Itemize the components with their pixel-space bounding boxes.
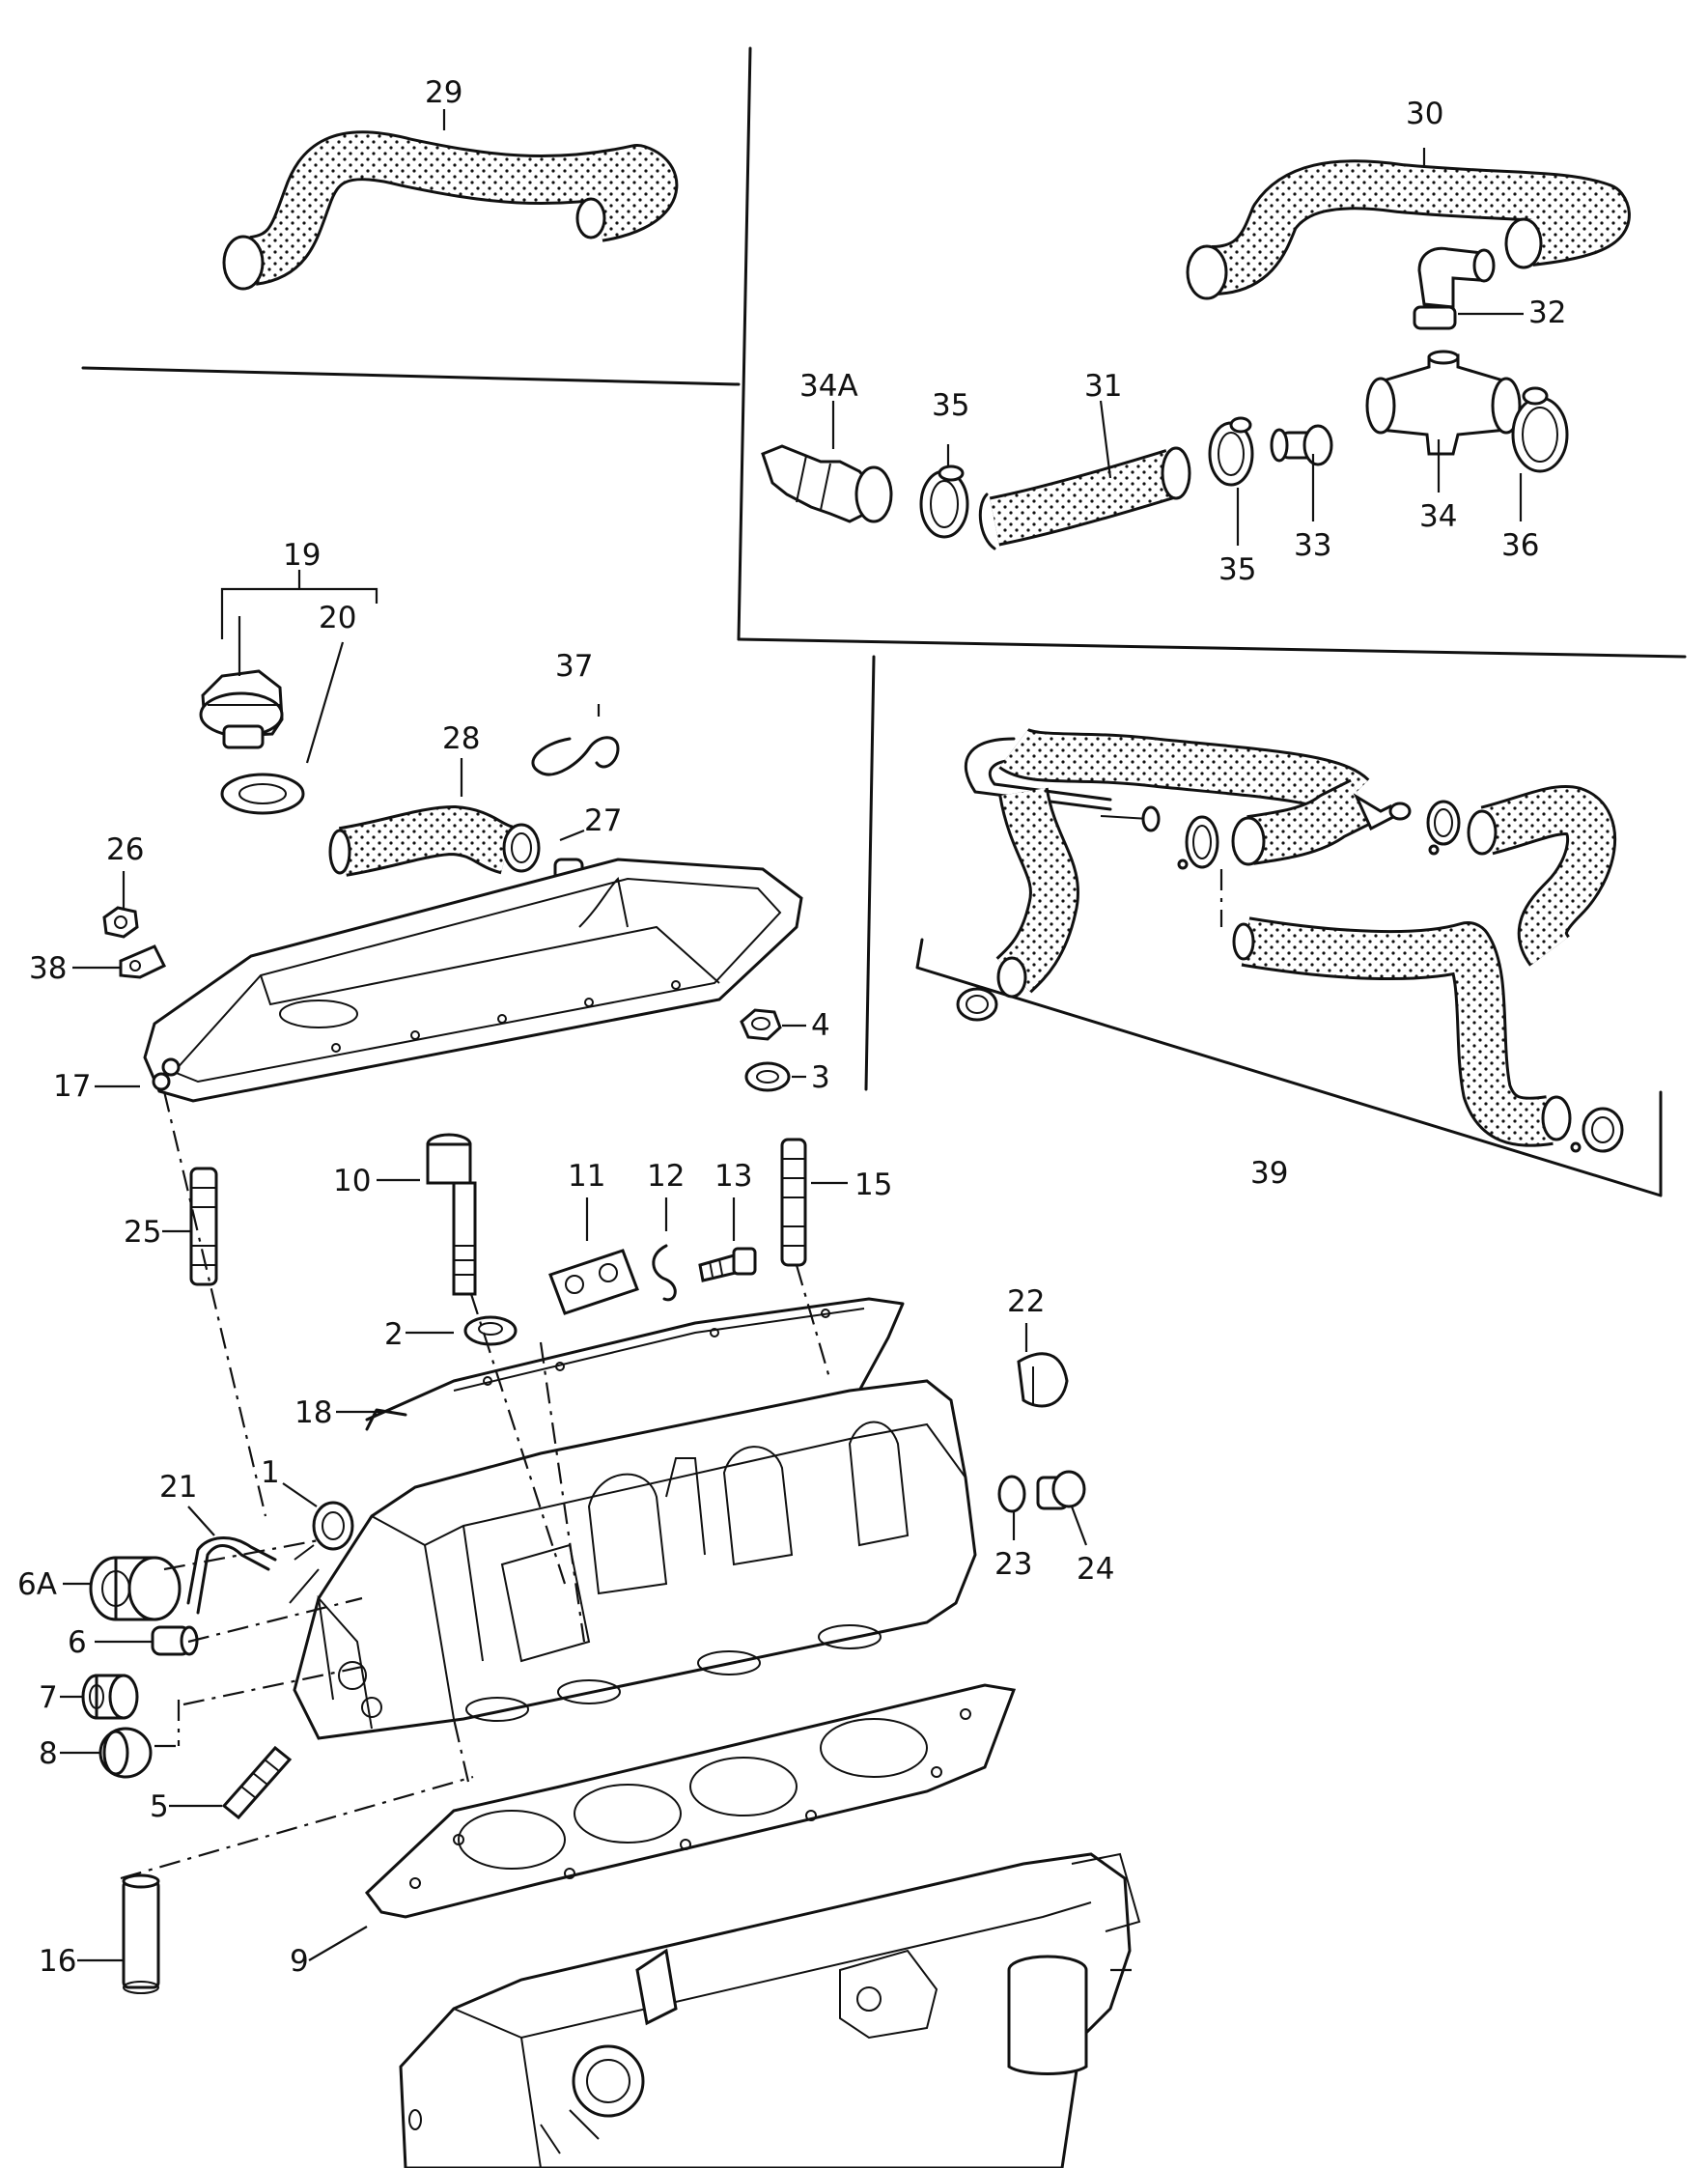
clamp-35-left	[919, 465, 969, 539]
nut-26	[102, 906, 139, 939]
callout-35-top: 35	[932, 388, 969, 423]
callout-9: 9	[290, 1944, 309, 1979]
callout-29: 29	[425, 75, 462, 110]
callout-37: 37	[555, 649, 593, 684]
bracket-11	[548, 1249, 639, 1315]
washer-3	[744, 1061, 791, 1092]
callout-28: 28	[442, 721, 480, 756]
callout-11: 11	[568, 1159, 605, 1194]
hose-31	[978, 446, 1191, 550]
o-ring-23	[997, 1475, 1026, 1513]
callout-3: 3	[811, 1060, 830, 1095]
callout-6a: 6A	[17, 1567, 57, 1602]
valve-34a	[761, 444, 893, 523]
stud-5	[221, 1745, 293, 1820]
callout-21: 21	[159, 1470, 197, 1505]
callout-labels: 29 30 32 34A 35 31 35 33 34 36 19 20 37 …	[17, 75, 1566, 1979]
bolt-10	[426, 1133, 477, 1296]
valve-33	[1270, 424, 1333, 466]
clamp-36	[1511, 386, 1569, 473]
callout-25: 25	[124, 1215, 161, 1250]
alignment-lines	[120, 1090, 832, 1880]
cap-8	[98, 1727, 153, 1779]
callout-7: 7	[39, 1680, 58, 1715]
clamp-39-c	[956, 987, 998, 1022]
clamp-35-right	[1208, 416, 1254, 487]
oil-filler-cap-19	[199, 669, 284, 749]
panel-dividers	[81, 46, 1687, 1197]
cover-gasket-18	[365, 1297, 905, 1431]
hose-28	[328, 805, 515, 877]
spring-clip-37	[531, 736, 620, 776]
cylinder-head-1	[293, 1379, 977, 1740]
callout-17: 17	[53, 1069, 91, 1104]
callout-6: 6	[68, 1625, 87, 1660]
callout-34: 34	[1419, 499, 1457, 534]
nut-4	[740, 1008, 782, 1041]
callout-4: 4	[811, 1008, 830, 1043]
callout-23: 23	[994, 1547, 1032, 1582]
engine-block	[399, 1852, 1141, 2168]
sealing-ring-flange	[289, 1501, 354, 1604]
hose-30	[1186, 159, 1631, 300]
cylinder-head-cover-17	[143, 858, 803, 1103]
hose-29	[222, 130, 679, 291]
hose-assembly-39	[956, 726, 1624, 1153]
callout-22: 22	[1007, 1284, 1045, 1319]
callout-8: 8	[39, 1736, 58, 1771]
callout-24: 24	[1077, 1552, 1114, 1587]
t-piece-34	[1365, 350, 1522, 456]
callout-32: 32	[1528, 296, 1566, 330]
stud-25	[189, 1167, 218, 1286]
plug-24	[1036, 1470, 1086, 1510]
callout-1: 1	[261, 1455, 280, 1490]
clamp-39-a	[1177, 815, 1219, 870]
callout-36: 36	[1501, 528, 1539, 563]
plug-22	[1017, 1352, 1069, 1408]
guide-16	[122, 1873, 160, 1994]
callout-19: 19	[283, 538, 321, 573]
stud-15	[780, 1138, 807, 1267]
head-gasket-9	[364, 1683, 1017, 1919]
callout-26: 26	[106, 832, 144, 867]
spring-21	[186, 1536, 277, 1615]
callout-12: 12	[647, 1159, 685, 1194]
washer-2	[463, 1315, 518, 1346]
gasket-tab-38	[119, 944, 167, 979]
callout-10: 10	[333, 1164, 371, 1198]
elbow-connector-32	[1413, 246, 1496, 330]
clamp-39-b	[1426, 800, 1461, 856]
seal-6a	[89, 1556, 182, 1621]
callout-34a: 34A	[799, 369, 858, 404]
bolt-13	[698, 1247, 757, 1282]
seal-20	[220, 773, 305, 815]
callout-27: 27	[584, 803, 622, 838]
callout-31: 31	[1084, 369, 1122, 404]
callout-20: 20	[319, 601, 356, 635]
callout-16: 16	[39, 1944, 76, 1979]
callout-39: 39	[1250, 1156, 1288, 1191]
leader-lines	[60, 109, 1524, 1962]
callout-5: 5	[150, 1789, 169, 1824]
callout-2: 2	[384, 1317, 404, 1352]
callout-15: 15	[854, 1168, 892, 1202]
callout-35-bottom: 35	[1218, 552, 1256, 587]
callout-13: 13	[714, 1159, 752, 1194]
callout-18: 18	[294, 1395, 332, 1430]
callout-33: 33	[1294, 528, 1331, 563]
bushing-7	[81, 1674, 139, 1720]
callout-38: 38	[29, 951, 67, 986]
clamp-39-d	[1570, 1107, 1624, 1153]
callout-30: 30	[1406, 97, 1443, 131]
clip-12	[652, 1244, 677, 1302]
